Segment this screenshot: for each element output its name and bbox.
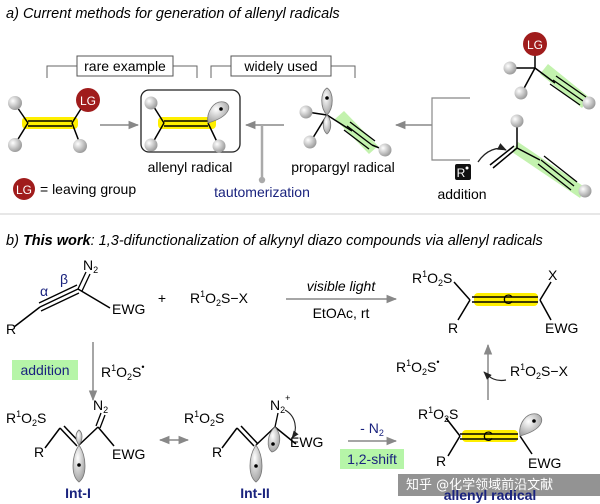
watermark: 知乎 @化学领域前沿文献	[406, 477, 553, 493]
minus-n2-label: - N2	[360, 420, 384, 438]
svg-text:LG: LG	[16, 183, 32, 197]
shift-box	[340, 449, 404, 469]
addition-label-b: addition	[20, 362, 69, 378]
svg-text:N2: N2	[93, 397, 108, 415]
svg-text:R: R	[448, 320, 458, 336]
visible-light-label: visible light	[307, 278, 377, 294]
addition-label-a: addition	[437, 186, 486, 202]
svg-text:R: R	[34, 444, 44, 460]
allenyl-radical-box	[140, 89, 241, 153]
svg-text:LG: LG	[527, 38, 543, 52]
conditions-label: EtOAc, rt	[313, 305, 370, 321]
rare-example-bracket: rare example	[46, 55, 198, 78]
plus-sign: +	[158, 290, 166, 306]
svg-text:EWG: EWG	[545, 320, 578, 336]
allenyl-radical-label: allenyl radical	[148, 159, 233, 175]
tautomerization-arrow	[244, 120, 284, 184]
svg-text:C: C	[483, 428, 493, 444]
svg-text:EWG: EWG	[290, 434, 323, 450]
propargyl-radical-label: propargyl radical	[291, 159, 395, 175]
lg-legend: LG = leaving group	[13, 178, 136, 200]
section-a-title: a) Current methods for generation of all…	[6, 6, 340, 22]
allenyl-radical-b-structure: R1O2S C R EWG	[418, 405, 561, 471]
svg-text:R: R	[457, 166, 466, 180]
shift-label: 1,2-shift	[347, 451, 397, 467]
sulfonyl-radical-label-2: R1O2S•	[396, 357, 440, 377]
r-radical-badge: R	[455, 164, 471, 180]
svg-text:R: R	[6, 321, 16, 337]
sulfonyl-reagent: R1O2S−X	[190, 289, 249, 308]
propargyl-lg-structure: LG	[503, 32, 596, 110]
sulfonyl-reagent-2: R1O2S−X	[510, 362, 569, 381]
svg-text:X: X	[548, 267, 558, 283]
svg-text:R: R	[212, 444, 222, 460]
int-1-structure: R1O2S N2 R EWG	[6, 397, 145, 483]
widely-used-bracket: widely used	[210, 55, 356, 78]
svg-text:EWG: EWG	[112, 301, 145, 317]
alkynyl-diazo-substrate: R α β N2 EWG	[6, 257, 145, 337]
widely-used-label: widely used	[243, 58, 317, 74]
watermark-band	[398, 474, 600, 496]
svg-text:R1O2S: R1O2S	[412, 269, 452, 288]
svg-text:N2+: N2+	[270, 393, 290, 415]
int-2-structure: R1O2S N2+ R EWG	[184, 393, 323, 483]
radical-release-arrow	[483, 371, 507, 382]
enyne-structure	[477, 114, 592, 198]
svg-text:LG: LG	[80, 94, 96, 108]
right-bracket-arrow	[394, 97, 470, 161]
svg-text:EWG: EWG	[528, 455, 561, 471]
svg-text:R1O2S: R1O2S	[6, 409, 46, 428]
allenyl-radical-label-b: allenyl radical	[444, 487, 537, 503]
product-structure: R1O2S C X R EWG	[412, 267, 578, 336]
rare-example-label: rare example	[84, 58, 166, 74]
svg-text:R: R	[436, 453, 446, 469]
section-b-title: b) This work: 1,3-difunctionalization of…	[6, 233, 543, 249]
svg-text:R1O2S: R1O2S	[418, 405, 458, 424]
int-1-label: Int-I	[65, 485, 91, 501]
svg-text:C: C	[503, 291, 513, 307]
sulfonyl-radical-label-1: R1O2S•	[101, 362, 145, 382]
tautomerization-label: tautomerization	[214, 184, 310, 200]
svg-text:= leaving group: = leaving group	[40, 181, 136, 197]
svg-text:R1O2S: R1O2S	[184, 409, 224, 428]
propargyl-radical-structure	[299, 87, 392, 157]
allenyl-lg-structure: LG	[8, 88, 100, 153]
svg-text:β: β	[60, 271, 68, 287]
int-2-label: Int-II	[240, 485, 270, 501]
addition-box	[12, 360, 78, 380]
lg-ball	[76, 88, 100, 112]
svg-text:N2: N2	[83, 257, 98, 275]
svg-text:EWG: EWG	[112, 446, 145, 462]
svg-text:α: α	[40, 283, 48, 299]
